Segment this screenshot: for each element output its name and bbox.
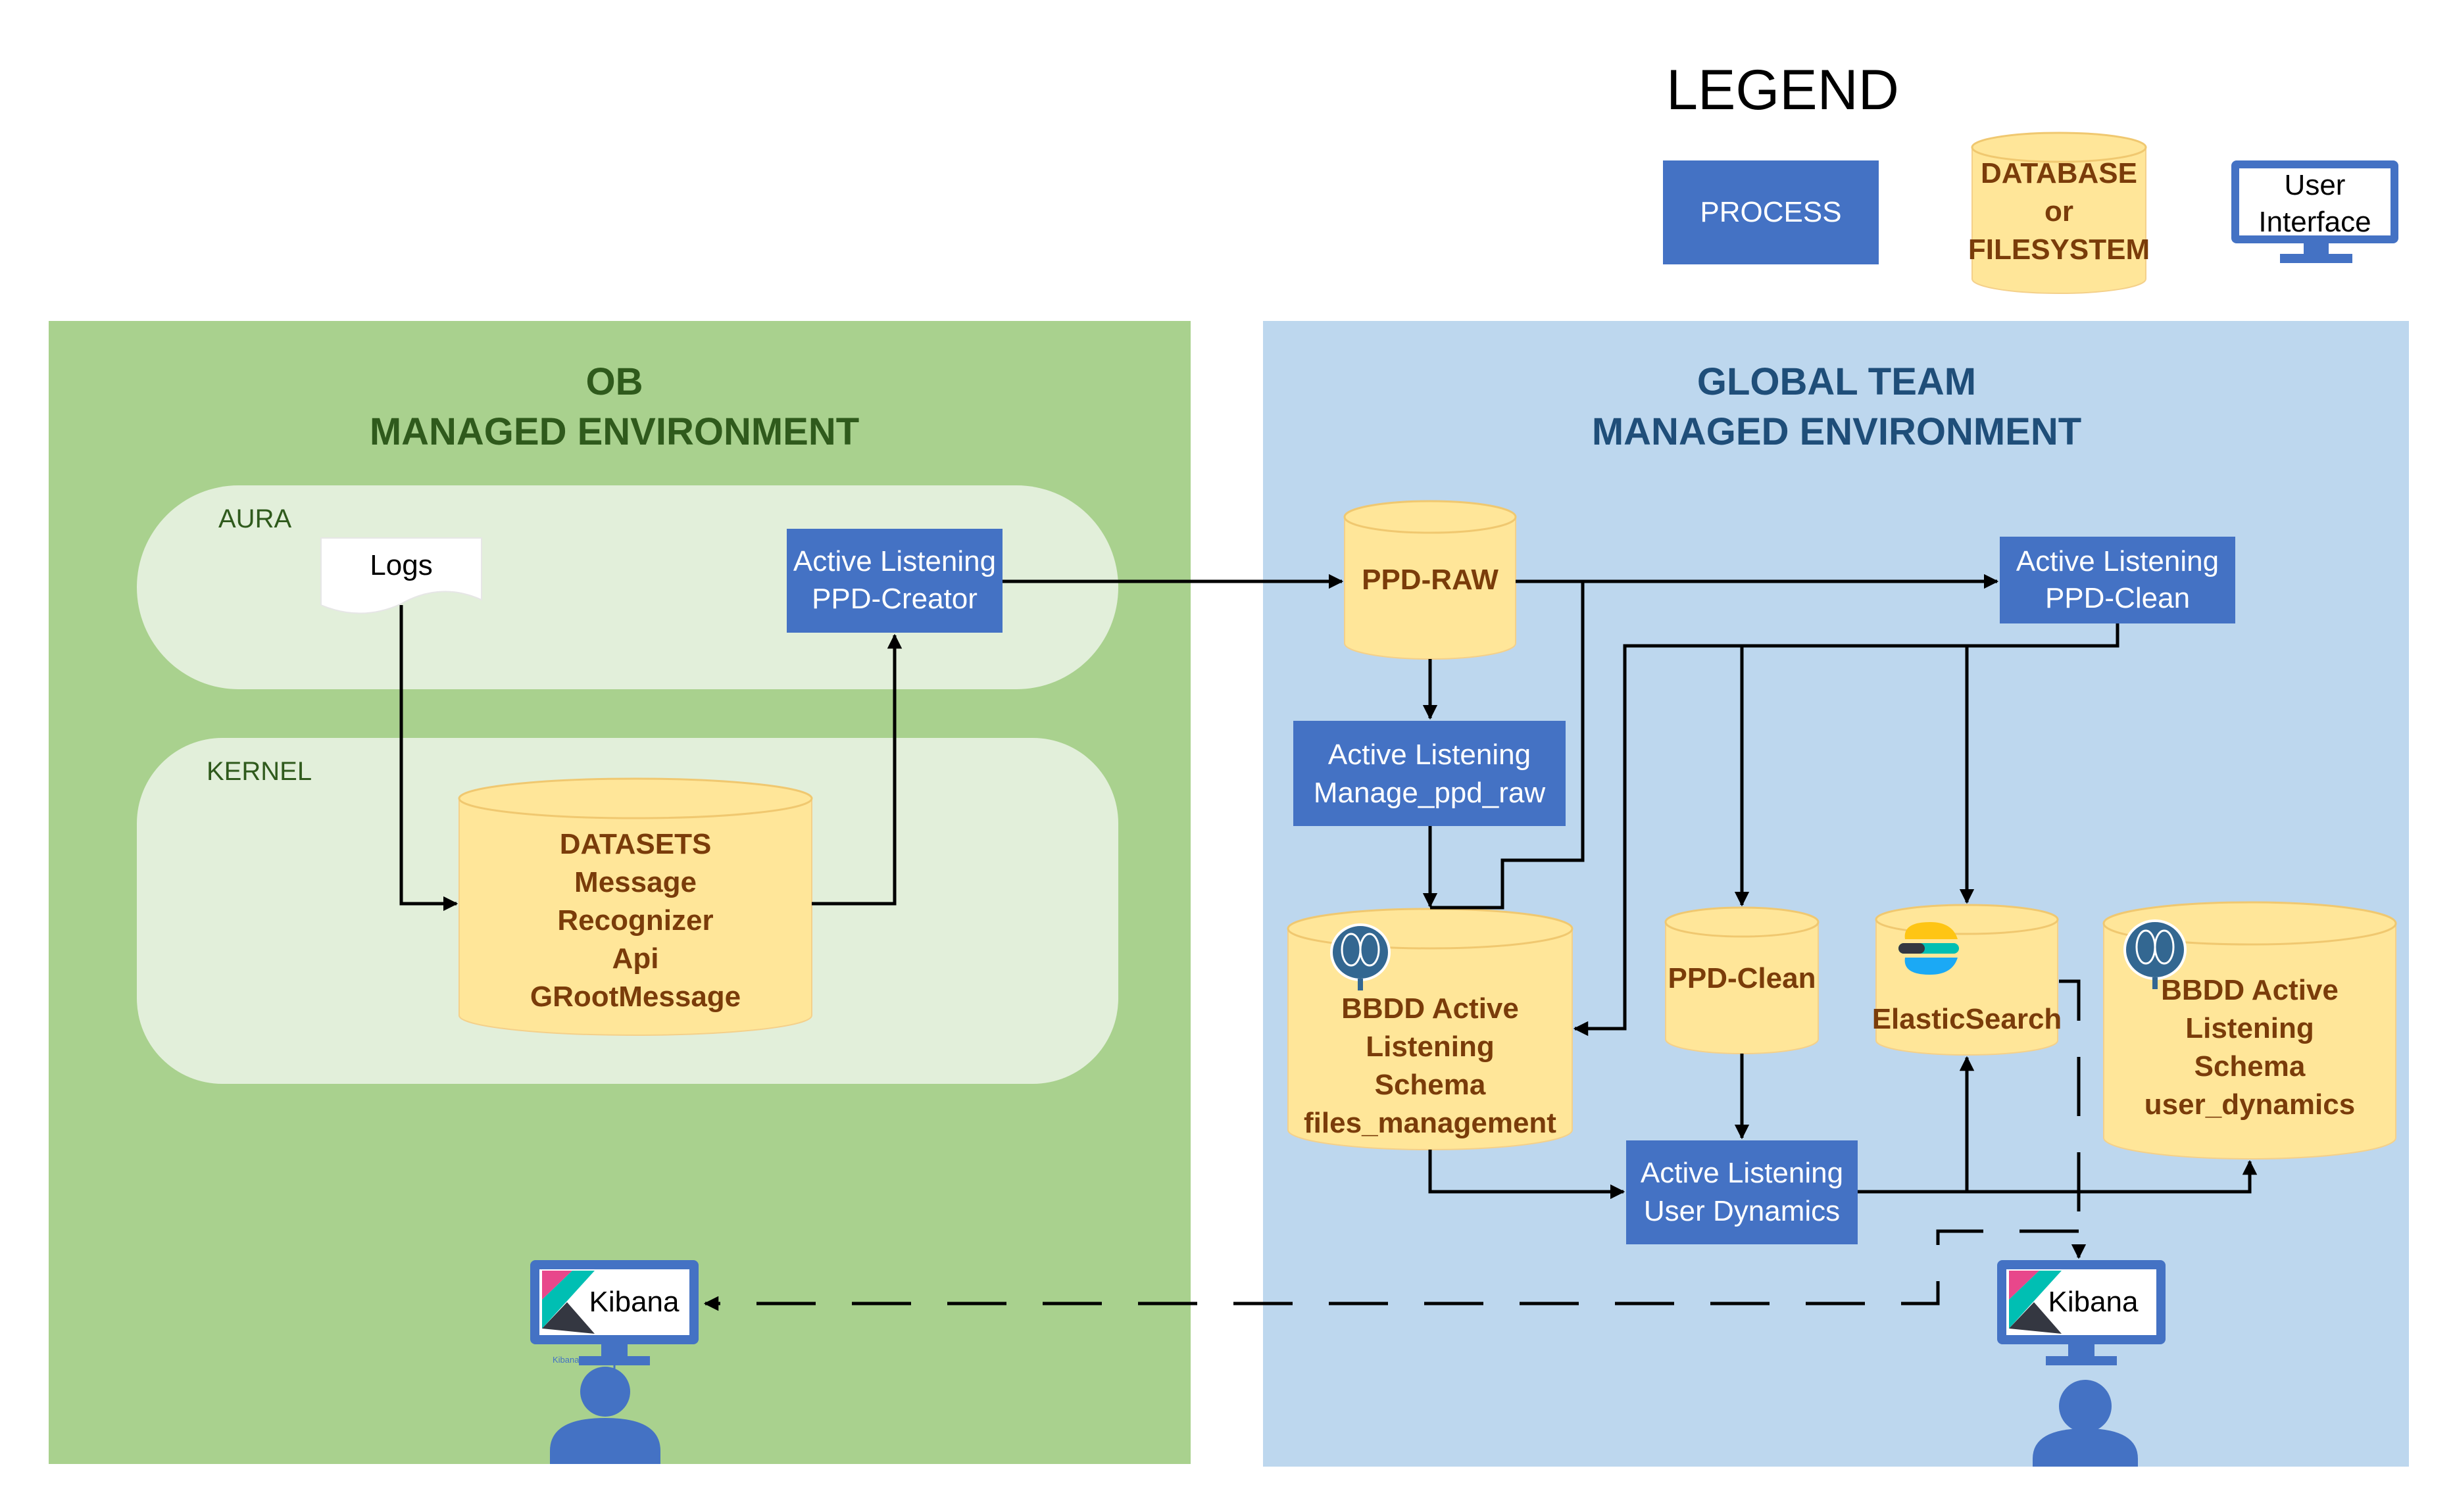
database-cylinder-icon [1971, 132, 2147, 294]
database-cylinder-icon [1664, 906, 1820, 1054]
svg-text:user_dynamics: user_dynamics [2144, 1088, 2355, 1121]
svg-text:Api: Api [612, 942, 659, 975]
svg-text:Schema: Schema [2194, 1050, 2306, 1083]
monitor-icon [2231, 160, 2398, 263]
svg-text:Message: Message [574, 866, 697, 898]
legend: LEGEND PROCESS DATABASE or FILESYSTEM Us… [1663, 59, 2398, 294]
svg-text:Logs: Logs [370, 549, 432, 581]
svg-text:PPD-RAW: PPD-RAW [1362, 564, 1499, 596]
document-icon [320, 537, 482, 614]
svg-text:BBDD Active: BBDD Active [1341, 992, 1519, 1025]
svg-text:or: or [2044, 195, 2073, 228]
svg-text:DATASETS: DATASETS [560, 828, 712, 860]
svg-text:User: User [2285, 169, 2346, 201]
bbdd-files-management-database: BBDD Active Listening Schema files_manag… [1287, 908, 1573, 1150]
svg-text:Kibana: Kibana [589, 1286, 680, 1318]
ppd-clean-database: PPD-Clean [1664, 906, 1820, 1054]
flow-logs-to-datasets [399, 605, 458, 912]
elasticsearch-icon [1898, 922, 1959, 975]
kibana-global-monitor: Kibana [1997, 1260, 2166, 1365]
svg-text:PPD-Clean: PPD-Clean [1668, 962, 1816, 994]
postgresql-icon [1330, 923, 1391, 990]
logs-document: Logs [320, 537, 482, 614]
svg-text:ElasticSearch: ElasticSearch [1872, 1003, 2062, 1035]
svg-text:Schema: Schema [1375, 1069, 1486, 1101]
global-env-title: GLOBAL TEAM [1697, 360, 1976, 403]
svg-text:GRootMessage: GRootMessage [530, 981, 741, 1013]
svg-text:Manage_ppd_raw: Manage_ppd_raw [1314, 777, 1545, 809]
kibana-icon [542, 1271, 595, 1334]
kibana-icon [2009, 1271, 2062, 1334]
ppd-creator-process: Active Listening PPD-Creator [787, 529, 1003, 633]
kibana-small-label: Kibana [553, 1355, 580, 1365]
legend-process: PROCESS [1663, 160, 1879, 264]
svg-text:Listening: Listening [2185, 1012, 2314, 1044]
legend-title: LEGEND [1666, 59, 1899, 122]
ppd-clean-process: Active Listening PPD-Clean [2000, 537, 2235, 623]
connectors [399, 573, 2258, 1311]
svg-text:Active Listening: Active Listening [1641, 1157, 1843, 1189]
user-icon [550, 1367, 660, 1464]
user-icon [2033, 1380, 2138, 1467]
aura-label: AURA [218, 504, 291, 533]
svg-text:BBDD Active: BBDD Active [2161, 974, 2339, 1006]
elasticsearch-database: ElasticSearch [1872, 904, 2062, 1056]
legend-user-interface: User Interface [2231, 160, 2398, 263]
svg-text:PPD-Clean: PPD-Clean [2045, 582, 2190, 614]
kibana-ob-monitor: Kibana Kibana [530, 1260, 699, 1373]
svg-text:Active Listening: Active Listening [1328, 739, 1531, 771]
flow-ppd-raw-branch [1430, 581, 1585, 910]
postgresql-icon [2123, 919, 2187, 989]
manage-ppd-raw-process: Active Listening Manage_ppd_raw [1293, 721, 1566, 826]
svg-text:Active Listening: Active Listening [793, 545, 996, 577]
svg-text:PPD-Creator: PPD-Creator [812, 583, 978, 615]
database-cylinder-icon [458, 777, 813, 1036]
flow-elastic-to-kibana-global [2059, 979, 2087, 1259]
database-cylinder-icon [1343, 500, 1517, 660]
svg-text:User Dynamics: User Dynamics [1644, 1195, 1840, 1227]
ob-env-subtitle: MANAGED ENVIRONMENT [370, 410, 859, 453]
user-dynamics-process: Active Listening User Dynamics [1626, 1140, 1858, 1244]
bbdd-user-dynamics-database: BBDD Active Listening Schema user_dynami… [2102, 901, 2397, 1159]
svg-text:FILESYSTEM: FILESYSTEM [1968, 233, 2150, 266]
svg-text:Recognizer: Recognizer [557, 904, 713, 937]
flow-bbdd-files-to-user-dynamics [1428, 1150, 1625, 1200]
svg-text:Active Listening: Active Listening [2016, 545, 2219, 577]
svg-text:PROCESS: PROCESS [1700, 196, 1841, 228]
flow-user-dynamics-to-bbdd-user [1858, 1159, 2258, 1194]
ppd-raw-database: PPD-RAW [1343, 500, 1517, 660]
legend-database: DATABASE or FILESYSTEM [1968, 132, 2150, 294]
svg-text:files_management: files_management [1304, 1107, 1556, 1139]
ob-env-title: OB [586, 360, 643, 403]
svg-text:Listening: Listening [1366, 1031, 1495, 1063]
flow-ppd-clean-bus [1573, 623, 2119, 1036]
datasets-database: DATASETS Message Recognizer Api GRootMes… [458, 777, 813, 1036]
svg-text:DATABASE: DATABASE [1981, 157, 2137, 189]
global-team-managed-environment: GLOBAL TEAM MANAGED ENVIRONMENT PPD-RAW … [1263, 321, 2409, 1467]
flow-datasets-to-ppd-creator [812, 633, 903, 906]
kernel-label: KERNEL [207, 757, 312, 786]
ob-managed-environment: OB MANAGED ENVIRONMENT AURA KERNEL Logs … [49, 321, 1191, 1464]
global-env-subtitle: MANAGED ENVIRONMENT [1592, 410, 2081, 453]
svg-text:Kibana: Kibana [2048, 1286, 2139, 1318]
svg-text:Interface: Interface [2258, 206, 2371, 238]
